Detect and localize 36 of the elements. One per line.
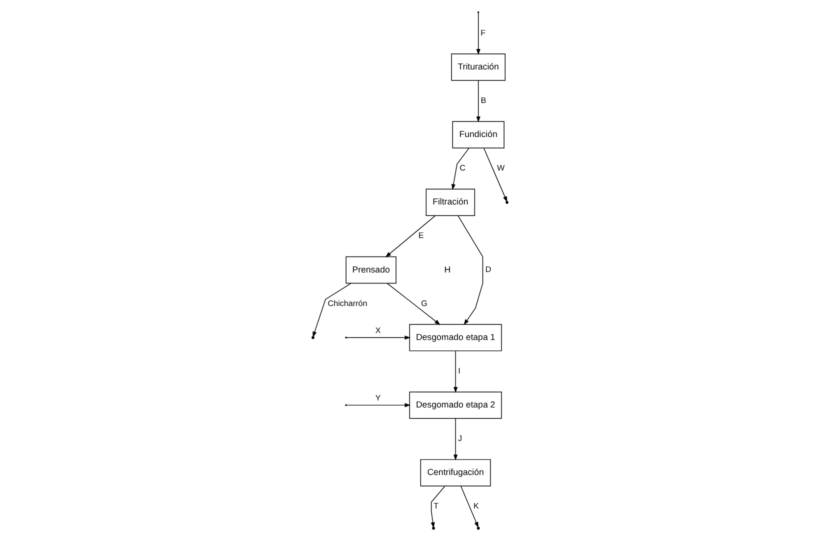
node-box: Prensado: [345, 256, 396, 284]
label: H: [444, 264, 450, 274]
arrow: [312, 283, 351, 338]
edge-label: E: [418, 231, 424, 240]
arrow: [457, 215, 483, 326]
node-box: Centrifugación: [420, 459, 490, 486]
arrow: [453, 418, 458, 460]
arrow: [450, 148, 469, 190]
edge-label: T: [433, 502, 438, 511]
node-box: Trituración: [450, 54, 506, 81]
edge-label: B: [480, 96, 486, 106]
edge-label: J: [457, 434, 462, 444]
edge-label: I: [458, 366, 460, 376]
arrow: [460, 486, 478, 528]
node-box: Desgomado etapa 2: [408, 392, 502, 419]
edge-label: Y: [374, 394, 380, 403]
arrow: [346, 336, 410, 340]
edge-label: X: [374, 326, 380, 336]
arrow: [386, 282, 440, 325]
arrow: [476, 12, 480, 55]
node-box: Filtración: [425, 188, 475, 216]
arrow: [346, 403, 410, 408]
edge-label: D: [484, 265, 491, 274]
arrow: [483, 148, 507, 202]
arrow: [476, 80, 480, 122]
edge-label: G: [420, 298, 427, 308]
node-box: Desgomado etapa 1: [408, 324, 502, 352]
node-box: Fundición: [452, 121, 504, 148]
arrow: [384, 215, 436, 258]
arrow: [453, 350, 458, 393]
edge-label: C: [459, 164, 465, 173]
edge-label: F: [480, 28, 486, 38]
edge-label: K: [472, 502, 478, 511]
arrow: [430, 486, 445, 528]
edge-label: W: [496, 164, 504, 173]
edge-label: Chicharrón: [327, 298, 367, 308]
